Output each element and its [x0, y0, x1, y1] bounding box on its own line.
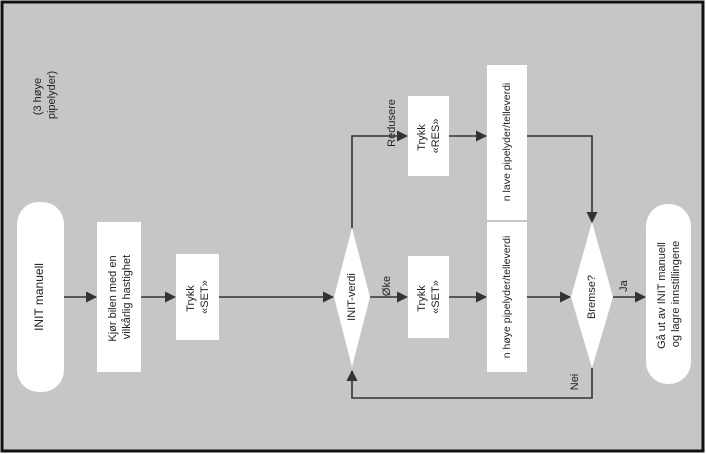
- init-value-decision: [334, 228, 370, 367]
- note-text: (3 høye pipelyder): [32, 71, 58, 119]
- brake-label: Bremse?: [586, 275, 598, 319]
- drive-box: [97, 222, 141, 372]
- press-res-label: Trykk «RES»: [416, 119, 442, 154]
- connectors: [64, 130, 647, 399]
- press-set-label-2: Trykk «SET»: [416, 280, 442, 314]
- init-value-label: INIT-verdi: [346, 273, 358, 321]
- press-set-box-2: [408, 256, 449, 338]
- high-beep-box: [487, 222, 527, 372]
- increase-label: Øke: [381, 276, 393, 296]
- arrow-low-to-brake: [527, 135, 598, 224]
- reduce-label: Redusere: [386, 99, 398, 147]
- end-label: Gå ut av INIT manuell og lagre innstilli…: [656, 239, 682, 349]
- press-set-box-1: [176, 254, 219, 340]
- end-terminal: [646, 204, 691, 384]
- arrow-brake-no: [346, 368, 593, 399]
- arrow-init-to-res: [351, 130, 409, 228]
- press-res-box: [408, 96, 449, 176]
- drive-label: Kjør bilen med en vilkårlig hastighet: [107, 252, 133, 341]
- high-beep-label: n høye pipelyder/telleverdi: [501, 236, 513, 359]
- start-label: INIT manuell: [32, 263, 46, 331]
- low-beep-box: [487, 65, 527, 220]
- start-terminal: [17, 202, 64, 392]
- yes-label: Ja: [618, 279, 630, 292]
- no-label: Nei: [569, 374, 581, 391]
- press-set-label-1: Trykk «SET»: [185, 280, 211, 314]
- low-beep-label: n lave pipelyder/telleverdi: [501, 83, 513, 201]
- brake-decision: [571, 222, 613, 368]
